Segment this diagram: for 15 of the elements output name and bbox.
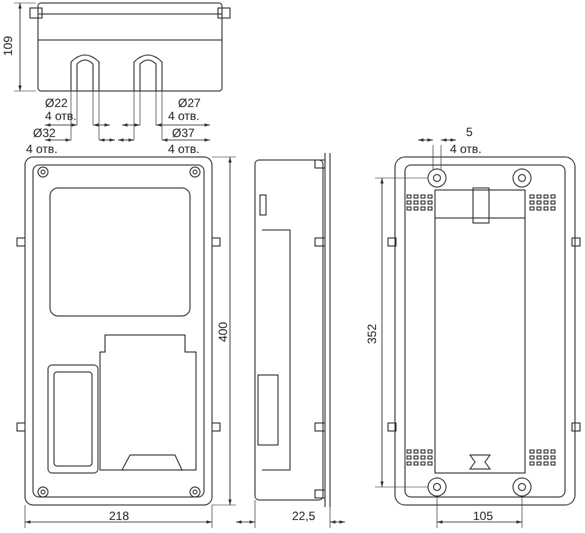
dimension-label: 352 [366,324,378,344]
dimension-label: Ø37 [172,127,195,139]
dimension-label: 5 [466,126,473,138]
dimension-label: 400 [217,322,229,342]
dimension-label: Ø32 [33,127,56,139]
dimension-label: Ø22 [45,97,68,109]
dimension-label: 109 [2,36,14,56]
dimension-label: 4 отв. [168,143,200,155]
dimension-label: 105 [473,510,494,522]
dimension-label: 4 отв. [26,143,58,155]
dimension-label: 22,5 [292,510,316,522]
dimension-label: Ø27 [178,97,201,109]
dimension-label: 4 отв. [450,143,482,155]
dimension-label: 218 [109,510,130,522]
dimension-label: 4 отв. [168,110,200,122]
